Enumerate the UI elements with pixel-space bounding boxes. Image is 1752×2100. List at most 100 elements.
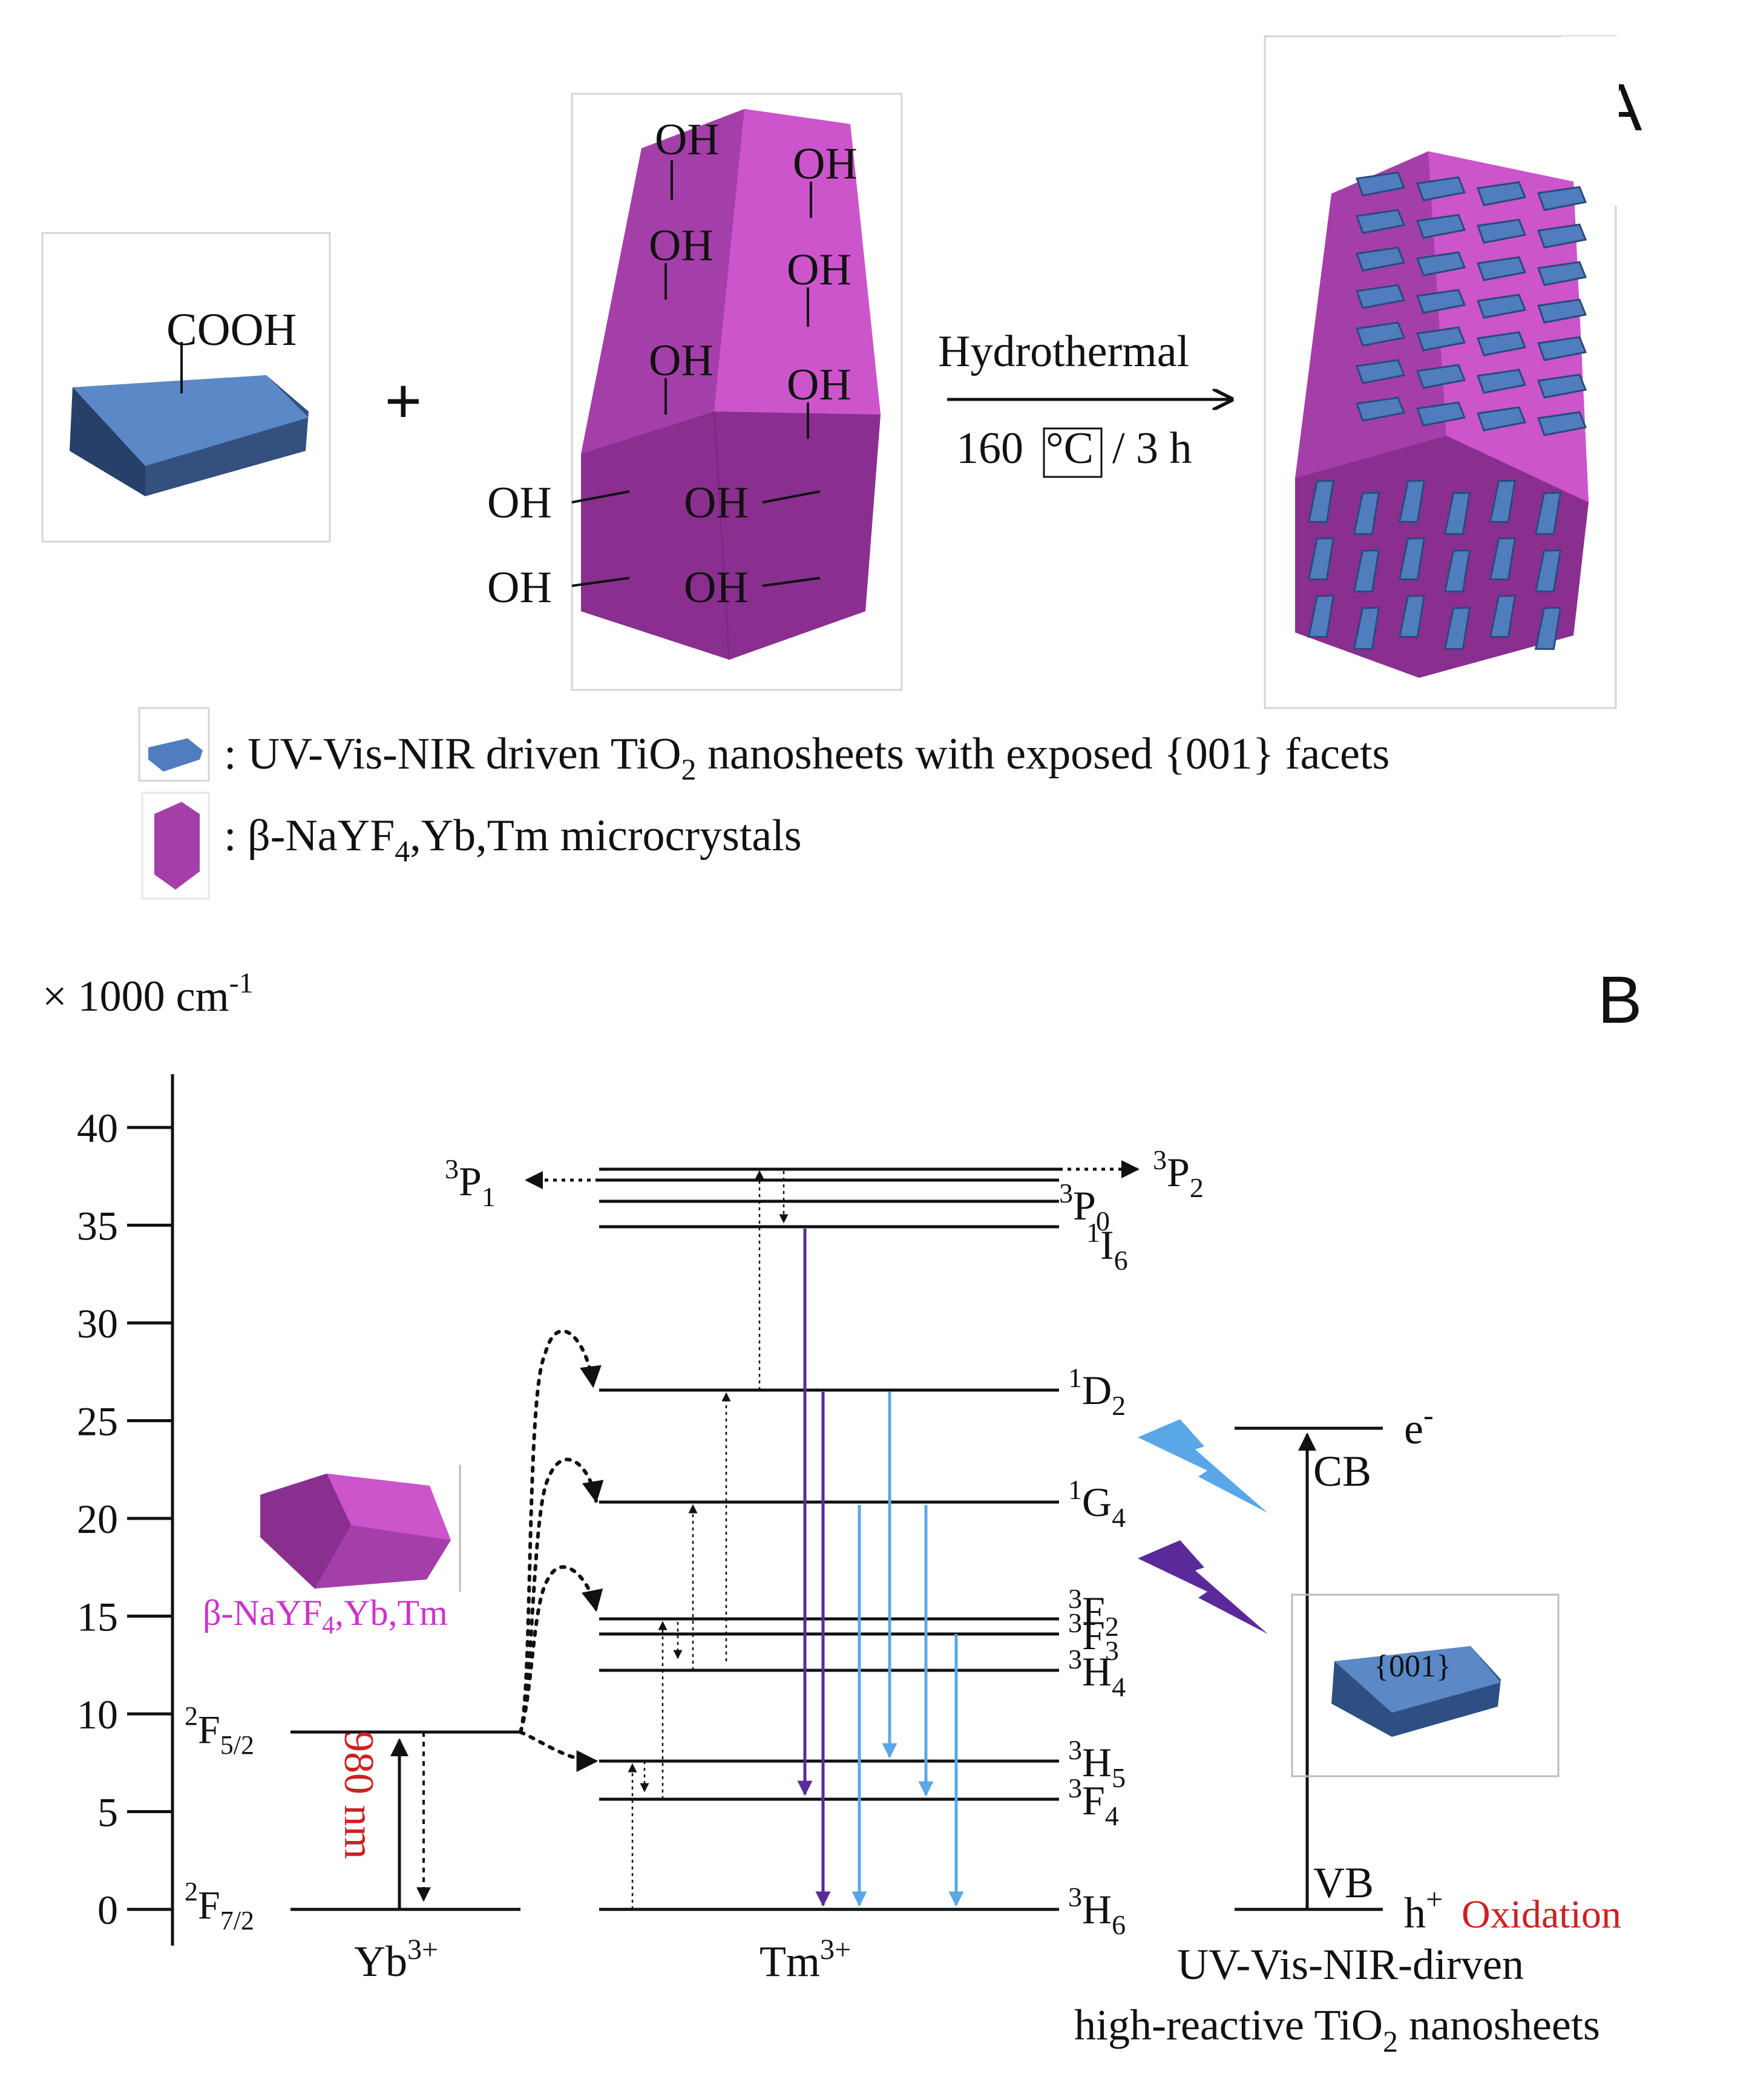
svg-text:OH: OH	[655, 115, 720, 165]
tio2-sheet	[1537, 186, 1587, 211]
svg-text:OH: OH	[684, 478, 749, 528]
tio2-sheet	[1416, 251, 1466, 277]
hole-label: h+	[1404, 1882, 1443, 1937]
tm-level-label: 3P1	[445, 1153, 496, 1212]
tm-level-label: 3F2	[1068, 1583, 1119, 1642]
tio2-sheet	[1534, 606, 1562, 650]
plus-sign: +	[384, 364, 422, 438]
tio2-sheet	[1476, 181, 1527, 206]
tio2-sheet	[1534, 549, 1562, 592]
svg-text:OH: OH	[487, 563, 552, 612]
tio2-caption-line1: UV-Vis-NIR-dirven	[1177, 1940, 1524, 1989]
arrow-condition-top: Hydrothermal	[938, 327, 1189, 376]
tio2-sheet	[1443, 491, 1471, 535]
electron-label: e-	[1404, 1398, 1434, 1453]
tio2-sheet	[1398, 479, 1426, 523]
laser-980nm-label: 980 nm	[335, 1731, 382, 1859]
yb-2f52-label: 2F5/2	[185, 1701, 254, 1760]
svg-text:OH: OH	[793, 139, 858, 189]
y-tick-label: 0	[97, 1887, 118, 1933]
yb-2f72-label: 2F7/2	[185, 1877, 254, 1935]
svg-text:{001}: {001}	[1374, 1649, 1451, 1684]
tio2-sheet	[1537, 373, 1587, 399]
tio2-sheet	[1416, 289, 1466, 314]
tio2-sheet	[1489, 479, 1517, 523]
svg-text:OH: OH	[649, 221, 714, 271]
emission-arrows	[797, 1229, 964, 1907]
tio2-sheet	[1355, 396, 1406, 422]
tio2-sheet	[1476, 256, 1527, 281]
tio2-sheet	[1355, 246, 1406, 272]
tm-level-label: 1I6	[1086, 1217, 1128, 1276]
tm-level-label: 3H5	[1068, 1734, 1126, 1793]
upconversion-steps	[628, 1170, 789, 1909]
tm-ion-label: Tm3+	[760, 1934, 851, 1986]
tio2-sheet	[1537, 336, 1587, 361]
tio2-sheet	[1537, 223, 1587, 249]
svg-text:OH: OH	[787, 245, 851, 295]
svg-text:OH: OH	[649, 336, 714, 386]
tio2-sheet	[1355, 209, 1406, 234]
arrow-condition-time: / 3 h	[1112, 424, 1192, 473]
tio2-sheet	[1537, 411, 1587, 436]
tm-levels	[599, 1167, 1059, 1911]
tio2-sheet	[1476, 369, 1527, 394]
legend: : UV-Vis-NIR driven TiO2 nanosheets with…	[138, 707, 1389, 900]
tm-level-label: 3H6	[1068, 1882, 1126, 1940]
tio2-sheet	[1355, 321, 1406, 347]
tio2-sheet	[1443, 606, 1471, 650]
oxidation-label: Oxidation	[1462, 1892, 1621, 1937]
y-tick-label: 10	[77, 1691, 118, 1737]
tm-level-label: 1G4	[1068, 1474, 1126, 1533]
tio2-sheet	[1489, 594, 1517, 638]
tio2-sheet	[1416, 214, 1466, 239]
legend-item-nayf4: : β-NaYF4,Yb,Tm microcrystals	[224, 811, 802, 868]
nayf4-crystal-small	[260, 1465, 461, 1592]
legend-item-tio2: : UV-Vis-NIR driven TiO2 nanosheets with…	[224, 729, 1389, 786]
y-tick-label: 20	[77, 1496, 118, 1542]
tio2-nanosheet-figure: COOH	[41, 232, 331, 543]
tio2-sheet	[1355, 171, 1406, 197]
tio2-sheet	[1476, 218, 1527, 244]
tio2-sheet	[1353, 606, 1380, 650]
y-tick-label: 35	[77, 1203, 118, 1249]
svg-text:OH: OH	[787, 360, 851, 410]
y-tick-label: 25	[77, 1399, 118, 1445]
cooh-label: COOH	[166, 304, 297, 355]
tio2-facet-inset: {001}	[1291, 1593, 1560, 1777]
tio2-sheet	[1534, 491, 1562, 535]
y-tick-label: 15	[77, 1594, 118, 1640]
nayf4-crystal-figure	[571, 93, 903, 691]
vb-label: VB	[1313, 1859, 1374, 1907]
svg-text:OH: OH	[684, 563, 749, 612]
blue-lightning-icon	[1138, 1419, 1268, 1513]
tm-level-label: 3F4	[1068, 1773, 1119, 1831]
tm-level-label: 3P0	[1059, 1178, 1110, 1236]
tio2-sheet	[1355, 359, 1406, 384]
tio2-caption-line2: high-reactive TiO2 nanosheets	[1074, 2001, 1600, 2058]
arrow-condition-temp: 160	[956, 424, 1023, 473]
tio2-sheet	[1443, 549, 1471, 592]
y-tick-label: 40	[77, 1105, 118, 1151]
arrow-condition-unit: °C	[1046, 424, 1094, 473]
y-tick-label: 5	[97, 1790, 118, 1836]
tio2-sheet	[1476, 331, 1527, 356]
composite-product-figure	[1264, 35, 1619, 709]
purple-lightning-icon	[1138, 1540, 1268, 1634]
yb-ion-label: Yb3+	[354, 1934, 438, 1986]
tio2-sheet	[1476, 294, 1527, 319]
tio2-sheet	[1416, 326, 1466, 352]
tio2-sheet	[1307, 479, 1335, 523]
y-tick-label: 30	[77, 1301, 118, 1347]
tm-level-label: 3H4	[1068, 1644, 1126, 1702]
tio2-sheet	[1307, 537, 1335, 580]
tio2-sheet	[1353, 491, 1380, 535]
tio2-sheet	[1476, 406, 1527, 431]
oh-groups: OH OH OH OH OH OH OH OH OH OH	[487, 115, 858, 612]
tio2-sheet	[1398, 594, 1426, 638]
tio2-sheet	[1307, 594, 1335, 638]
legend-tio2-icon	[148, 738, 203, 772]
energy-unit-label: × 1000 cm-1	[42, 967, 254, 1020]
panel-b-label: B	[1598, 963, 1642, 1037]
tio2-sheet	[1353, 549, 1380, 592]
